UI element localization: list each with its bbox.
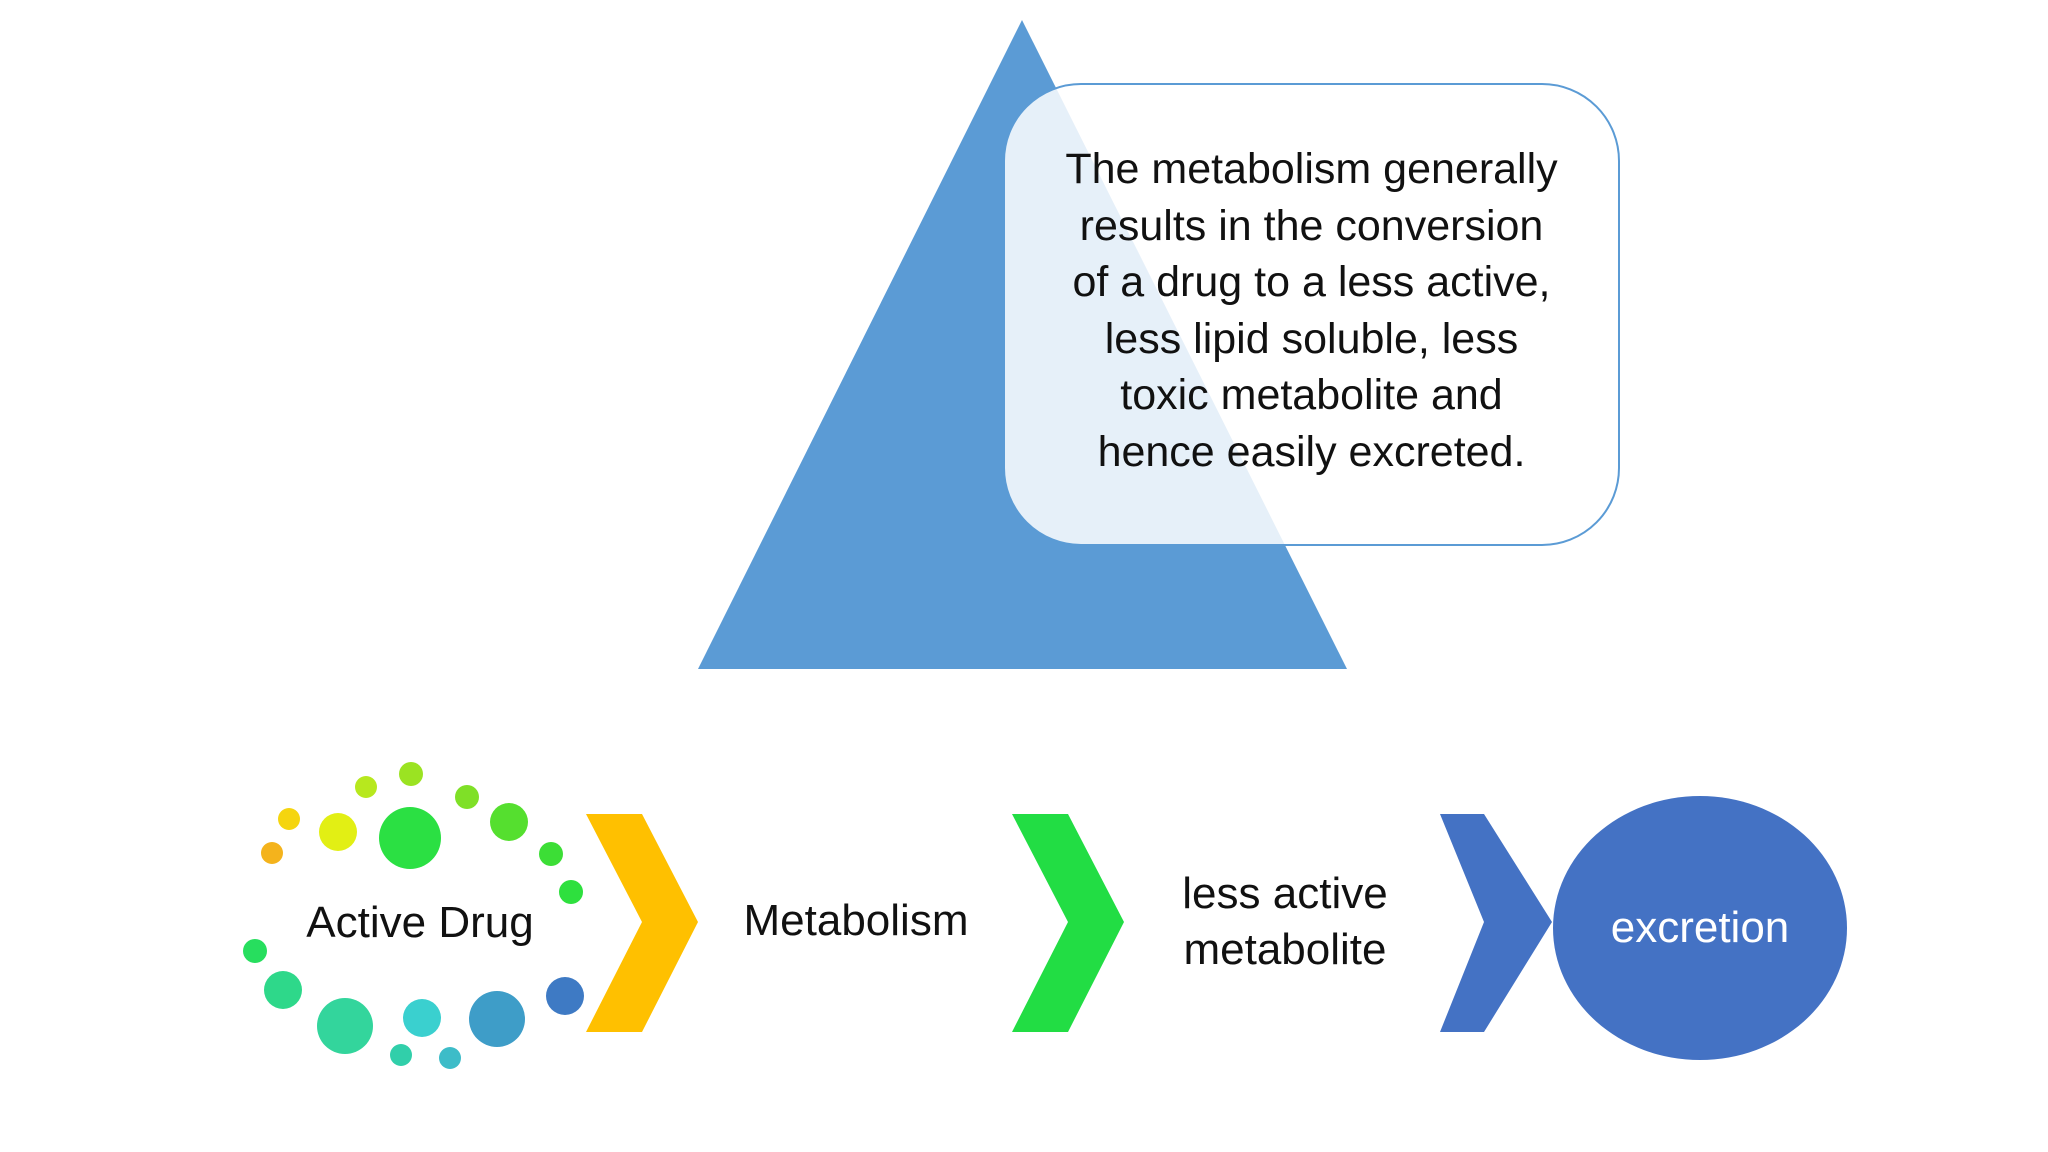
dot	[264, 971, 302, 1009]
chevron-arrow-1	[586, 814, 698, 1032]
dot	[439, 1047, 461, 1069]
dot	[469, 991, 525, 1047]
callout-box: The metabolism generally results in the …	[1003, 83, 1620, 546]
callout-line: hence easily excreted.	[1097, 427, 1526, 476]
excretion-circle	[1553, 796, 1847, 1060]
dot	[243, 939, 267, 963]
dot	[559, 880, 583, 904]
dot	[379, 807, 441, 869]
chevron-arrow-3	[1440, 814, 1552, 1032]
less-active-line: less active	[1182, 869, 1388, 918]
metabolite-line: metabolite	[1183, 925, 1387, 974]
dot	[546, 977, 584, 1015]
dot	[317, 998, 373, 1054]
dot	[278, 808, 300, 830]
callout-line: results in the conversion	[1079, 201, 1544, 250]
dot	[355, 776, 377, 798]
less-active-metabolite-label: less active metabolite	[1120, 866, 1450, 978]
dot	[539, 842, 563, 866]
dot	[399, 762, 423, 786]
dot	[490, 803, 528, 841]
dot	[390, 1044, 412, 1066]
metabolism-label: Metabolism	[743, 896, 969, 945]
callout-line: of a drug to a less active,	[1072, 258, 1551, 306]
excretion-label: excretion	[1610, 903, 1790, 952]
callout-text: The metabolism generally results in the …	[1032, 141, 1592, 480]
dot	[455, 785, 479, 809]
callout-line: The metabolism generally	[1065, 145, 1558, 193]
callout-line: toxic metabolite and	[1120, 371, 1503, 419]
callout-line: less lipid soluble, less	[1104, 314, 1519, 363]
dot	[261, 842, 283, 864]
dot	[403, 999, 441, 1037]
dots-ring	[243, 762, 584, 1069]
active-drug-label: Active Drug	[306, 898, 534, 947]
dot	[319, 813, 357, 851]
chevron-arrow-2	[1012, 814, 1124, 1032]
